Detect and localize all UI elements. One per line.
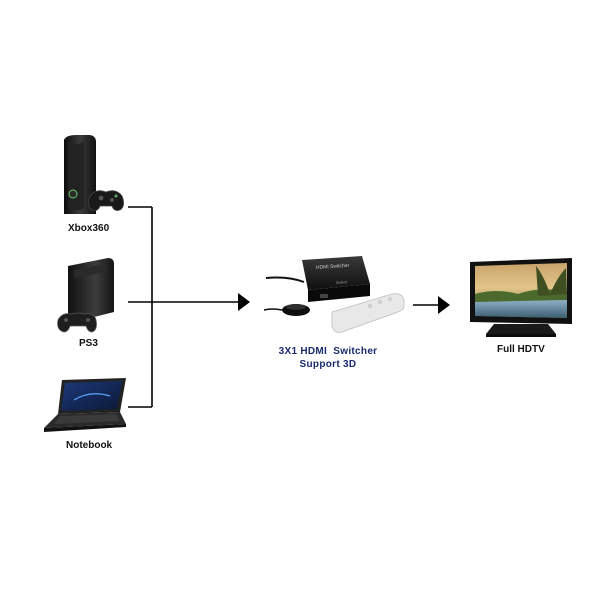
switcher-device-text: HDMI Switcher [316,263,350,271]
arrow-to-switcher-icon [238,293,250,311]
switcher-caption-line2: Support 3D [299,359,357,370]
switcher-caption: 3X1 HDMI Switcher Support 3D [266,345,390,371]
hdtv-icon [470,258,572,337]
source-label-xbox360: Xbox360 [68,223,110,234]
output-label-hdtv: Full HDTV [497,344,545,355]
switcher-caption-line1: 3X1 HDMI Switcher [278,346,378,357]
xbox360-console-icon [64,135,124,214]
notebook-laptop-icon [44,378,126,432]
source-label-ps3: PS3 [79,338,98,349]
source-label-notebook: Notebook [66,440,113,451]
remote-control-icon [331,293,405,333]
hdmi-switcher-icon: HDMI Switcher Select [263,256,405,333]
arrow-to-tv-icon [438,296,450,314]
ps3-console-icon [57,258,114,333]
switcher-device-subtext: Select [336,279,348,285]
